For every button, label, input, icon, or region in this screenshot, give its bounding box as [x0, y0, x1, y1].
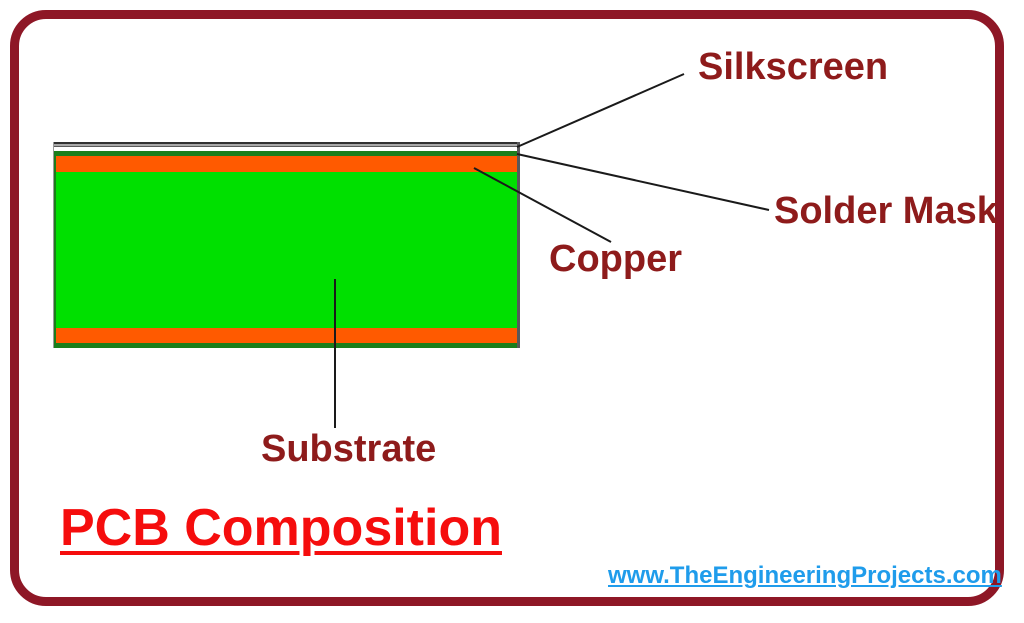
layer-copper-bottom	[56, 328, 517, 343]
layer-substrate	[56, 172, 517, 328]
layer-silkscreen-top	[54, 142, 517, 147]
label-solder-mask: Solder Mask	[774, 190, 998, 232]
layer-white-gap	[54, 147, 517, 151]
label-copper: Copper	[549, 238, 682, 280]
layer-solder-mask	[54, 151, 517, 348]
pcb-layer-stack	[53, 142, 520, 348]
label-silkscreen: Silkscreen	[698, 46, 889, 88]
rounded-frame-border	[10, 10, 1004, 606]
page-title: PCB Composition	[60, 499, 502, 557]
layer-copper-top	[56, 156, 517, 172]
website-link[interactable]: www.TheEngineeringProjects.com	[608, 562, 1002, 589]
label-substrate: Substrate	[261, 428, 437, 470]
